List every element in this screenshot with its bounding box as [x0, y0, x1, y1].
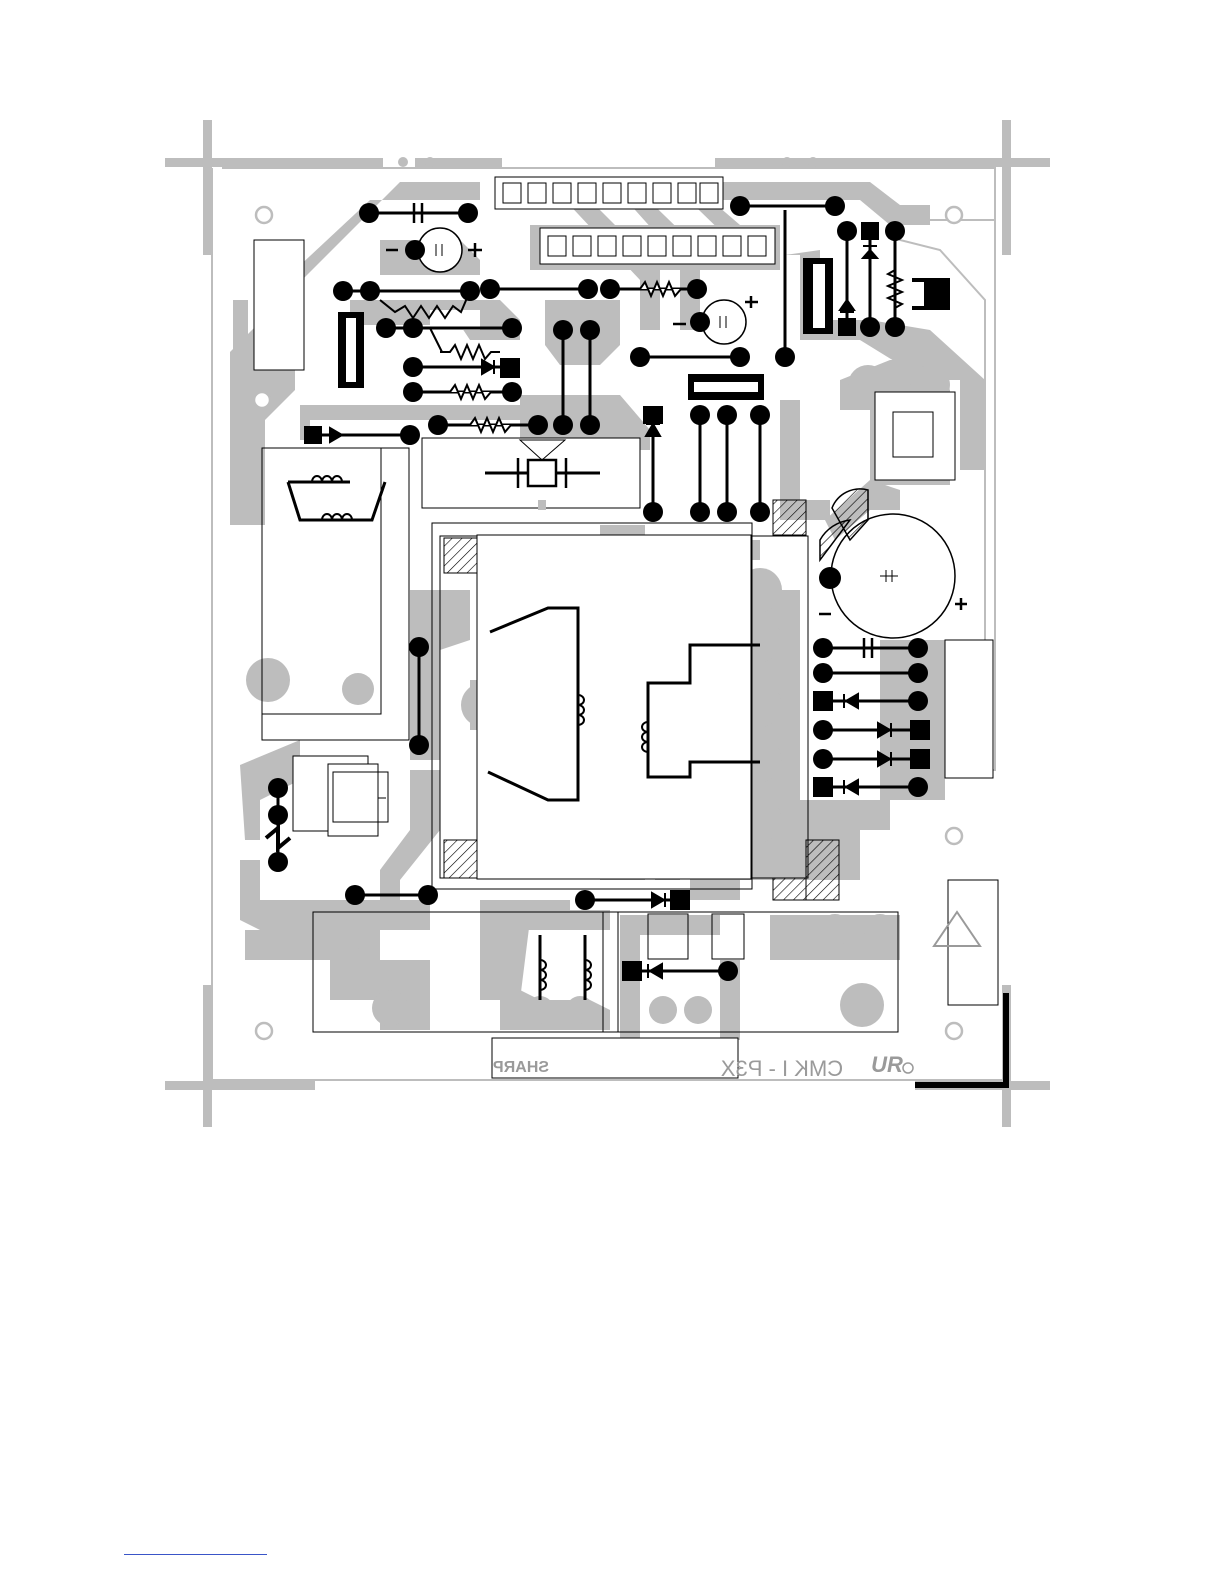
- logo-label: UR: [871, 1052, 903, 1077]
- corner-mark: [915, 993, 1006, 1085]
- model-label: CMK I - P3X: [721, 1056, 844, 1081]
- zig-lead: [266, 828, 290, 848]
- brand-label: SHARP: [493, 1059, 549, 1076]
- footer-rule: [124, 1554, 267, 1555]
- logo-circle: [903, 1063, 913, 1073]
